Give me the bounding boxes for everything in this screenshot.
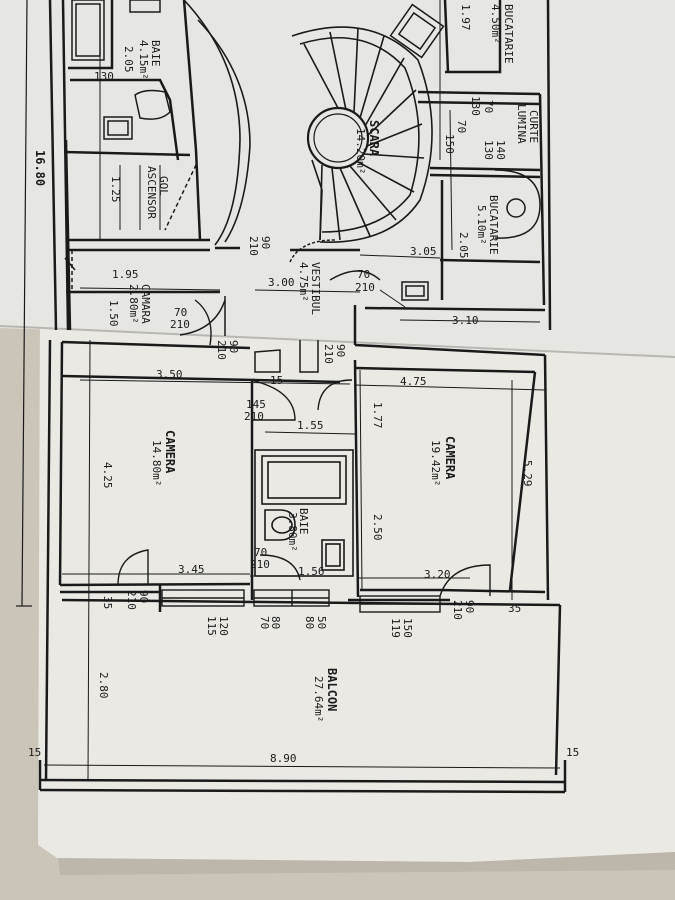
sheet-lower xyxy=(38,318,675,862)
overall-dim-label: 16.80 xyxy=(33,150,47,186)
dim-210h: 210 xyxy=(125,590,138,610)
room-area-baie: 3.80m² xyxy=(286,512,299,552)
overall-dim-line xyxy=(21,0,28,607)
dim-2-05a: 2.05 xyxy=(122,46,135,73)
room-area-curte: LUMINA xyxy=(515,104,528,144)
dim-150: 150 xyxy=(443,134,456,154)
dim-90a: 90 xyxy=(259,236,272,249)
dim-15c: 15 xyxy=(566,746,579,759)
upper-walls xyxy=(48,0,552,345)
dim-1-55: 1.55 xyxy=(297,419,324,432)
dim-120: 120 xyxy=(217,616,230,636)
room-name-bucatarie: BUCATARIE xyxy=(487,195,500,255)
room-area-camera-right: 19.42m² xyxy=(429,440,442,486)
dim-3-45: 3.45 xyxy=(178,563,205,576)
dim-15a: 15 xyxy=(270,374,283,387)
dim-80a: 80 xyxy=(269,616,282,629)
dim-4-25: 4.25 xyxy=(101,462,114,489)
dim-35a: 35 xyxy=(101,596,114,609)
room-name-curte: CURTE xyxy=(527,110,540,143)
dim-70c: 70 xyxy=(357,268,370,281)
dim-3-50: 3.50 xyxy=(156,368,183,381)
dim-90b: 90 xyxy=(227,340,240,353)
dim-15b: 15 xyxy=(28,746,41,759)
room-area-gol: ASCENSOR xyxy=(145,166,158,219)
room-name-vestibul: VESTIBUL xyxy=(309,262,322,315)
dim-3-20: 3.20 xyxy=(424,568,451,581)
room-area-scara: 14.20m² xyxy=(354,128,367,174)
dim-210g: 210 xyxy=(250,558,270,571)
dim-1-77: 1.77 xyxy=(371,402,384,429)
room-area-baie-top: 4.15m² xyxy=(137,40,150,80)
dim-130: 130 xyxy=(94,70,114,83)
room-area-camera-left: 14.80m² xyxy=(150,440,163,486)
dim-3-05: 3.05 xyxy=(410,245,437,258)
dim-1-25: 1.25 xyxy=(109,176,122,203)
room-name-camera-left: CAMERA xyxy=(163,430,177,474)
dim-35b: 35 xyxy=(508,602,521,615)
dim-210d: 210 xyxy=(215,340,228,360)
dim-90d: 90 xyxy=(137,590,150,603)
lower-walls xyxy=(38,339,567,794)
room-name-camera-right: CAMERA xyxy=(443,436,457,480)
dim-1-56: 1.56 xyxy=(298,565,325,578)
room-area-vestibul: 4.75m² xyxy=(297,262,310,302)
dim-50a: 50 xyxy=(315,616,328,629)
spiral-staircase xyxy=(183,0,433,246)
room-name-baie-top: BAIE xyxy=(149,40,162,67)
dim-70e: 70 xyxy=(254,546,267,559)
bathroom-fixtures xyxy=(254,449,354,577)
dim-1-95: 1.95 xyxy=(112,268,139,281)
dim-90c: 90 xyxy=(334,344,347,357)
dim-2-80: 2.80 xyxy=(97,672,110,699)
dim-4-75: 4.75 xyxy=(400,375,427,388)
dimension-lines xyxy=(43,0,561,781)
dim-70b: 70 xyxy=(455,120,468,133)
dim-210b: 210 xyxy=(355,281,375,294)
room-area-bucatarie-top: 4.50m² xyxy=(489,4,502,44)
dim-210i: 210 xyxy=(451,600,464,620)
room-name-gol: GOL xyxy=(157,176,170,196)
dim-115: 115 xyxy=(205,616,218,636)
dim-8-90: 8.90 xyxy=(270,752,297,765)
dim-140: 140 xyxy=(494,140,507,160)
dim-1-97: 1.97 xyxy=(459,4,472,31)
dim-210a: 210 xyxy=(247,236,260,256)
room-area-bucatarie: 5.10m² xyxy=(475,205,488,245)
dim-3-10: 3.10 xyxy=(452,314,479,327)
dim-70f: 70 xyxy=(258,616,271,629)
dim-70d: 70 xyxy=(174,306,187,319)
dim-130b: 130 xyxy=(469,96,482,116)
dim-3-00: 3.00 xyxy=(268,276,295,289)
dim-210e: 210 xyxy=(322,344,335,364)
dim-210c: 210 xyxy=(170,318,190,331)
dim-150c: 150 xyxy=(401,618,414,638)
dim-2-05b: 2.05 xyxy=(457,232,470,259)
room-area-balcon: 27.64m² xyxy=(312,676,325,722)
dim-2-50: 2.50 xyxy=(371,514,384,541)
upper-fixtures xyxy=(64,0,541,373)
fold-crease xyxy=(0,325,675,358)
dim-119: 119 xyxy=(389,618,402,638)
dim-210f: 210 xyxy=(244,410,264,423)
room-name-baie: BAIE xyxy=(297,508,310,535)
room-name-camara: CAMARA xyxy=(139,284,152,324)
dim-90e: 90 xyxy=(463,600,476,613)
dim-145: 145 xyxy=(246,398,266,411)
sheet-shadow xyxy=(58,852,675,875)
room-name-scara: SCARA xyxy=(367,120,381,157)
room-name-balcon: BALCON xyxy=(325,668,339,711)
dim-70a: 70 xyxy=(482,100,495,113)
windows xyxy=(161,589,441,613)
room-area-camara: 2.80m² xyxy=(127,284,140,324)
room-name-bucatarie-top: BUCATARIE xyxy=(502,4,515,64)
sheet-upper xyxy=(0,0,675,356)
dim-1-50b: 1.50 xyxy=(107,300,120,327)
dim-130c: 130 xyxy=(482,140,495,160)
dim-5-29: 5.29 xyxy=(521,460,534,487)
dim-80b: 80 xyxy=(303,616,316,629)
